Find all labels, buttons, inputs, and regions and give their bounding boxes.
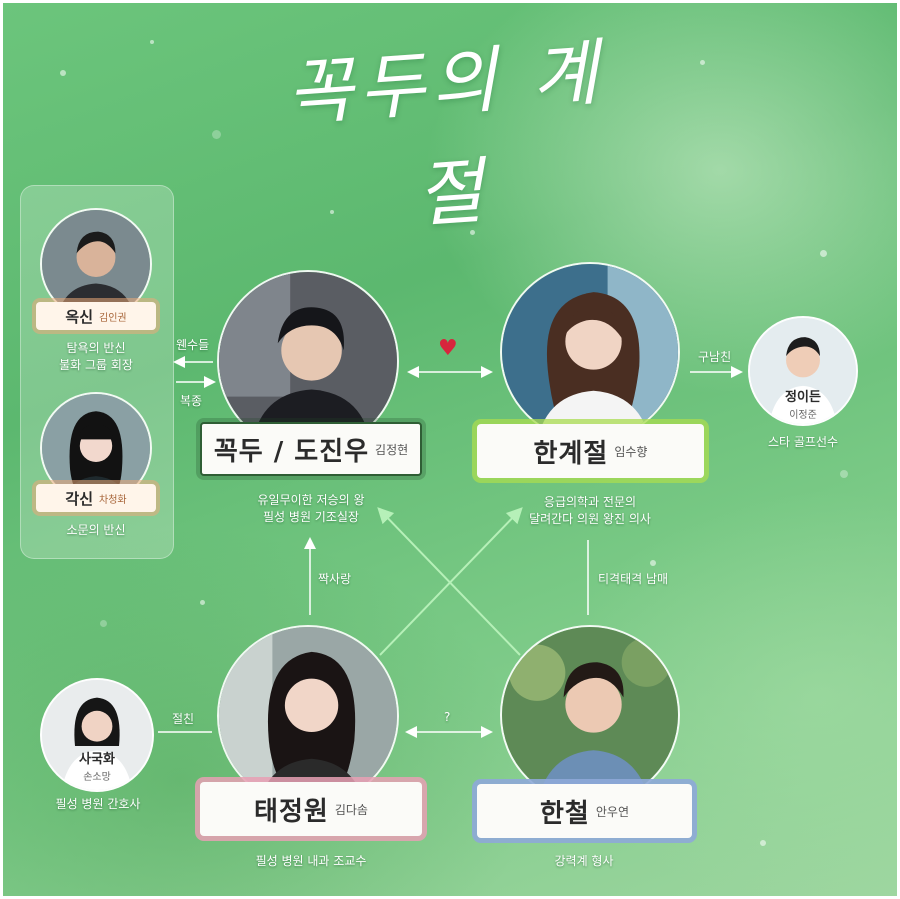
description-taejeongwon: 필성 병원 내과 조교수 — [205, 853, 417, 870]
nameplate-saguk: 사국화 손소망 — [54, 748, 140, 783]
description-line: 달려간다 의원 왕진 의사 — [529, 512, 651, 526]
bokeh-speck — [470, 230, 475, 235]
bokeh-speck — [100, 620, 107, 627]
character-name: 옥신 — [65, 307, 93, 326]
portrait-silhouette — [219, 627, 397, 805]
description-kkokdu: 유일무이한 저승의 왕 필성 병원 기조실장 — [205, 492, 417, 526]
description-hancheol: 강력계 형사 — [484, 853, 684, 870]
nameplate-hancheol: 한철 안우연 — [477, 784, 692, 838]
description-line: 응급의학과 전문의 — [543, 495, 637, 509]
nameplate-taejeongwon: 태정원 김다솜 — [200, 782, 422, 836]
woman-dark-hair-portrait-photo — [217, 625, 399, 807]
actor-name: 차청화 — [99, 494, 127, 506]
character-name: 사국화 — [79, 751, 115, 767]
description-gaksin: 소문의 반신 — [26, 522, 166, 539]
character-name: 정이든 — [785, 389, 821, 405]
label-gunamchin: 구남친 — [698, 350, 732, 364]
description-line: 강력계 형사 — [554, 854, 614, 868]
character-name: 한철 — [540, 798, 590, 829]
actor-name: 김정현 — [375, 442, 409, 457]
bokeh-speck — [650, 560, 656, 566]
description-line: 필성 병원 내과 조교수 — [255, 854, 367, 868]
actor-name: 손소망 — [83, 771, 111, 783]
bokeh-speck — [700, 60, 705, 65]
description-saguk: 필성 병원 간호사 — [28, 796, 168, 813]
nameplate-jeongiteun: 정이든 이정준 — [760, 386, 846, 421]
portrait-silhouette — [42, 680, 152, 790]
bokeh-speck — [150, 40, 154, 44]
bokeh-speck — [212, 130, 221, 139]
heart-icon: ♥ — [438, 336, 458, 361]
actor-name: 이정준 — [789, 409, 817, 421]
character-name: 한계절 — [533, 438, 609, 469]
description-line: 필성 병원 기조실장 — [263, 510, 359, 524]
description-line: 스타 골프선수 — [767, 435, 839, 449]
character-name: 태정원 — [254, 796, 329, 827]
nameplate-oksin: 옥신 김인권 — [36, 302, 156, 330]
portrait-silhouette — [502, 627, 678, 803]
description-jeongiteun: 스타 골프선수 — [738, 434, 868, 451]
bokeh-speck — [760, 840, 766, 846]
woman-long-brown-hair-portrait-photo — [500, 262, 680, 442]
label-tigyeok: 티격태격 남매 — [598, 572, 669, 586]
description-line: 소문의 반신 — [66, 523, 126, 537]
description-line: 필성 병원 간호사 — [55, 797, 141, 811]
description-line: 불화 그룹 회장 — [59, 358, 133, 372]
bokeh-speck — [330, 210, 334, 214]
nameplate-hangyejeol: 한계절 임수향 — [477, 424, 704, 478]
bokeh-speck — [840, 470, 848, 478]
label-question: ? — [444, 710, 451, 724]
description-line: 탐욕의 반신 — [66, 341, 126, 355]
nameplate-kkokdu: 꼭두 / 도진우 김정현 — [200, 422, 422, 476]
nurse-portrait-photo — [40, 678, 154, 792]
man-denim-shirt-portrait-photo — [500, 625, 680, 805]
description-hangyejeol: 응급의학과 전문의 달려간다 의원 왕진 의사 — [484, 494, 696, 528]
label-wonsu: 웬수들 — [176, 338, 210, 352]
description-oksin: 탐욕의 반신 불화 그룹 회장 — [26, 340, 166, 374]
bokeh-speck — [820, 250, 827, 257]
smiling-man-portrait-photo — [748, 316, 858, 426]
actor-name: 임수향 — [614, 444, 648, 459]
character-name: 각신 — [65, 489, 93, 508]
portrait-silhouette — [502, 264, 678, 440]
description-line: 유일무이한 저승의 왕 — [257, 493, 365, 507]
character-name: 꼭두 / 도진우 — [213, 436, 370, 467]
portrait-silhouette — [750, 318, 856, 424]
nameplate-gaksin: 각신 차청화 — [36, 484, 156, 512]
label-jjaksarang: 짝사랑 — [318, 572, 352, 586]
bokeh-speck — [200, 600, 205, 605]
label-bokjong: 복종 — [180, 394, 203, 408]
label-jeolchin: 절친 — [172, 712, 195, 726]
actor-name: 김다솜 — [334, 802, 368, 817]
bokeh-speck — [60, 70, 66, 76]
actor-name: 안우연 — [595, 804, 629, 819]
arrow-cross-up-left — [377, 507, 521, 656]
actor-name: 김인권 — [99, 312, 127, 324]
